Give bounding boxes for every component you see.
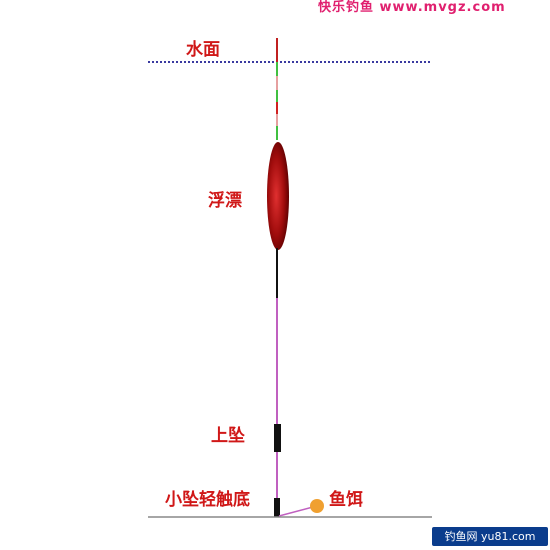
upper-sinker [274,424,281,452]
lower-sinker [274,498,280,517]
leader-line [278,506,314,517]
bait-ball [310,499,324,513]
float-label: 浮漂 [208,191,242,211]
lower-sinker-label: 小坠轻触底 [165,490,250,510]
water-surface-label: 水面 [186,40,220,60]
float-body [267,142,289,250]
site-watermark-top: 快乐钓鱼 www.mvgz.com [318,0,506,15]
bait-label: 鱼饵 [329,490,363,510]
upper-sinker-label: 上坠 [211,426,245,446]
site-watermark-bottom: 钓鱼网 yu81.com [432,527,548,546]
